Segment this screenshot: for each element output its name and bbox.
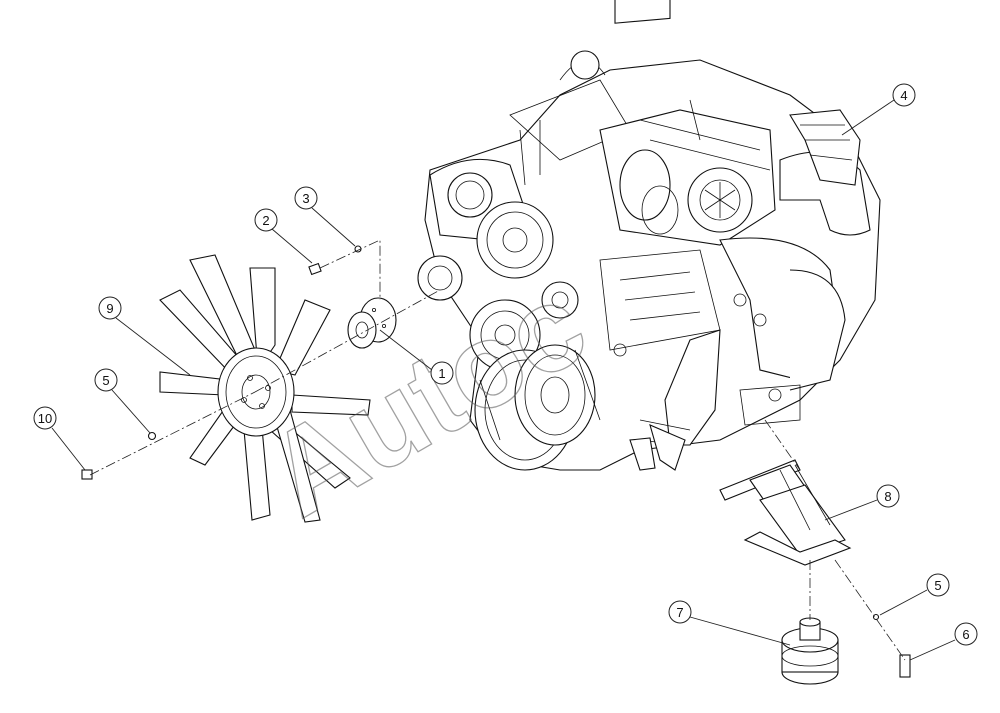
svg-text:5: 5 — [934, 578, 941, 593]
cooling-fan — [159, 254, 371, 523]
callout-9: 9 — [98, 296, 191, 376]
callout-6: 6 — [909, 622, 978, 661]
assembly-centerlines — [89, 239, 906, 661]
svg-text:5: 5 — [102, 373, 109, 388]
engine-mount-bracket — [719, 459, 852, 566]
callout-4: 4 — [841, 83, 916, 136]
rubber-mount — [781, 617, 839, 685]
svg-text:1: 1 — [438, 366, 445, 381]
svg-text:4: 4 — [900, 88, 907, 103]
svg-text:2: 2 — [262, 213, 269, 228]
watermark: Autoc — [246, 256, 607, 542]
svg-text:8: 8 — [884, 489, 891, 504]
svg-text:6: 6 — [962, 627, 969, 642]
callout-1: 1 — [379, 329, 454, 385]
fan-spacer — [347, 297, 397, 349]
callout-7: 7 — [668, 600, 791, 646]
callout-5-upper: 5 — [94, 368, 151, 434]
svg-text:10: 10 — [38, 411, 52, 426]
callout-10: 10 — [33, 406, 86, 471]
engine-assembly — [417, 0, 881, 471]
callout-3: 3 — [294, 186, 356, 247]
callout-5-lower: 5 — [879, 573, 950, 616]
callout-2: 2 — [254, 208, 313, 264]
svg-text:3: 3 — [302, 191, 309, 206]
svg-text:9: 9 — [106, 301, 113, 316]
svg-text:7: 7 — [676, 605, 683, 620]
fasteners — [81, 245, 911, 678]
callout-8: 8 — [824, 484, 900, 521]
